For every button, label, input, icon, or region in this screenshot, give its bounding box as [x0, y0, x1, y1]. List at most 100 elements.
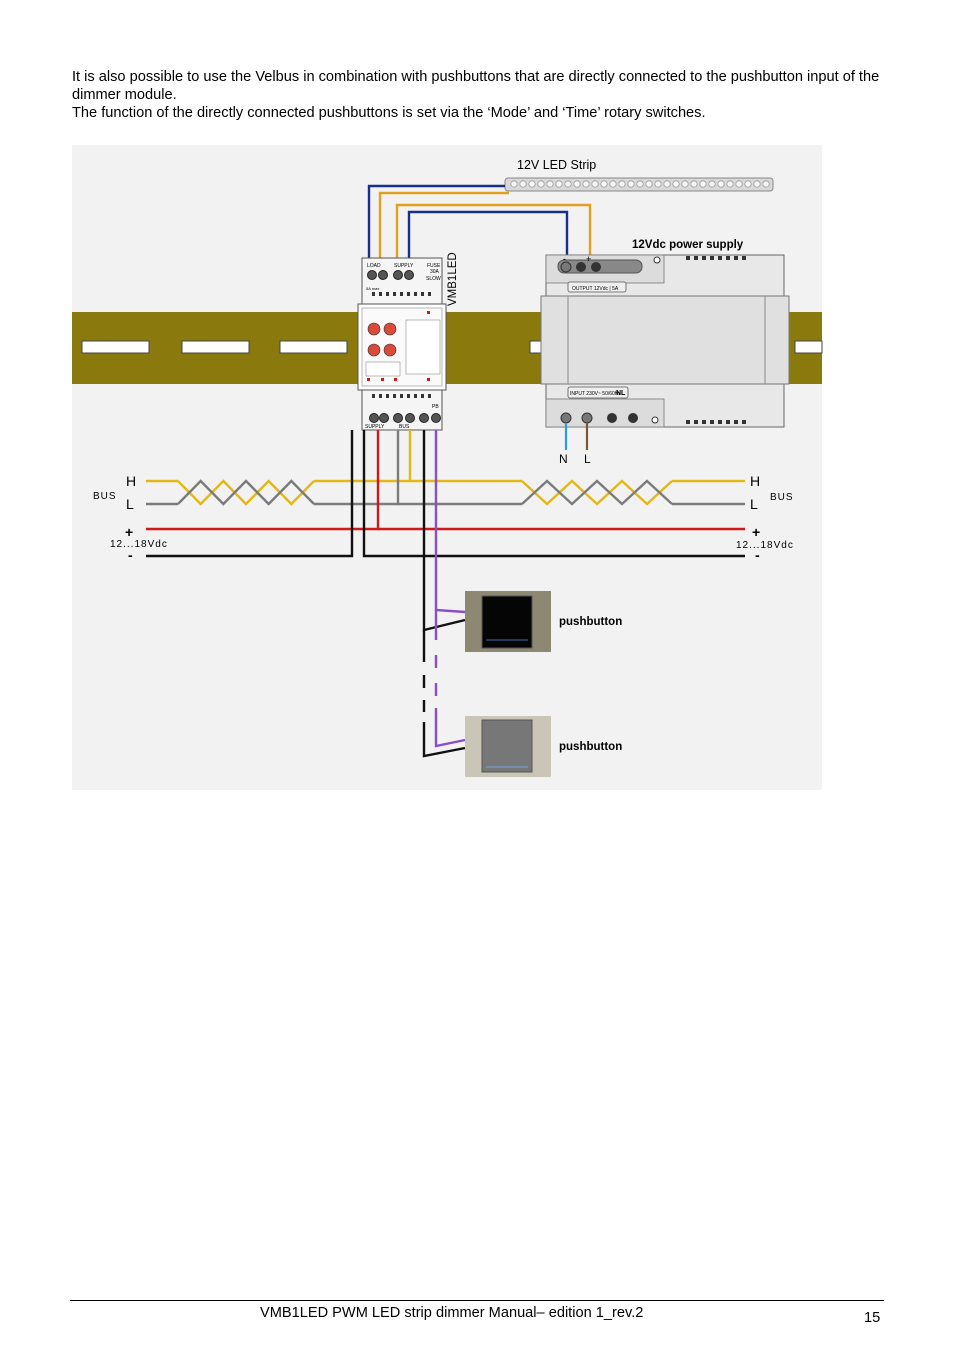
footer-title: VMB1LED PWM LED strip dimmer Manual– edi… [260, 1305, 644, 1321]
module-name: VMB1LED [447, 252, 459, 306]
module-vent [428, 292, 431, 296]
module-fuse-label: FUSE [427, 263, 441, 269]
page-number: 15 [864, 1310, 881, 1326]
led-dot [672, 180, 680, 188]
terminal-screw [367, 270, 377, 280]
led-dot [510, 180, 518, 188]
module-vent [407, 292, 410, 296]
led-dot [690, 180, 698, 188]
plus-right-label: + [752, 524, 760, 540]
pushbutton-1: pushbutton [465, 591, 622, 652]
intro-paragraph-1: It is also possible to use the Velbus in… [72, 69, 880, 103]
module-vent [400, 292, 403, 296]
terminal-screw [393, 413, 403, 423]
pushbutton-2: pushbutton [465, 716, 622, 777]
psu-vent [726, 256, 730, 260]
module-load-label: LOAD [367, 263, 381, 269]
psu-vent [694, 256, 698, 260]
led-dot [681, 180, 689, 188]
pushbutton-1-label: pushbutton [559, 616, 622, 628]
mains-wires: N L [559, 423, 591, 466]
module-vent [386, 394, 389, 398]
led-dot [744, 180, 752, 188]
bus-supply-wires [146, 430, 745, 558]
h-right-label: H [750, 473, 760, 489]
psu-vent [734, 420, 738, 424]
led-dot [564, 180, 572, 188]
line-label: L [584, 452, 591, 466]
terminal-screw [378, 270, 388, 280]
diagram-background [72, 145, 822, 790]
h-left-label: H [126, 473, 136, 489]
led-dot [708, 180, 716, 188]
module-vent [400, 394, 403, 398]
psu-input-label: INPUT 230V~ 50/60Hz [570, 391, 621, 397]
intro-paragraph-2: The function of the directly connected p… [72, 105, 706, 121]
led-dot [762, 180, 770, 188]
led-dot [537, 180, 545, 188]
led-dot [636, 180, 644, 188]
led-strip: 12V LED Strip [504, 158, 774, 192]
led-dot [726, 180, 734, 188]
module-vent [393, 394, 396, 398]
module-vent [421, 292, 424, 296]
l-right-label: L [750, 496, 758, 512]
load-wires [367, 184, 592, 262]
psu-label: 12Vdc power supply [632, 239, 744, 251]
led-dot [582, 180, 590, 188]
module-fuse-rating: 30A [430, 269, 440, 275]
led-dot [717, 180, 725, 188]
led-dot [663, 180, 671, 188]
terminal-screw [431, 413, 441, 423]
led-dot [618, 180, 626, 188]
l-left-label: L [126, 496, 134, 512]
psu-vent [726, 420, 730, 424]
psu-vent [718, 420, 722, 424]
module-vent [414, 292, 417, 296]
led-strip-label: 12V LED Strip [517, 158, 596, 172]
psu-vent [710, 420, 714, 424]
led-dot [546, 180, 554, 188]
intro-text: It is also possible to use the Velbus in… [72, 68, 892, 122]
vdc-left-label: 12...18Vdc [110, 539, 168, 550]
module-vent [386, 292, 389, 296]
module-vent [393, 292, 396, 296]
module-supply-bottom-label: SUPPLY [365, 424, 385, 430]
psu-minus: - [563, 254, 566, 264]
module-vent [372, 394, 375, 398]
footer-rule [70, 1300, 884, 1301]
led-dot [600, 180, 608, 188]
module-fuse-type: SLOW [426, 276, 441, 282]
led-dot [645, 180, 653, 188]
led-dot [627, 180, 635, 188]
psu-vent [702, 420, 706, 424]
terminal-screw [404, 270, 414, 280]
module-supply-top-label: SUPPLY [394, 263, 414, 269]
terminal-screw [369, 413, 379, 423]
led-dot [609, 180, 617, 188]
led-dot [519, 180, 527, 188]
neutral-label: N [559, 452, 568, 466]
minus-left-label: - [128, 547, 133, 563]
module-vent [414, 394, 417, 398]
terminal-screw [405, 413, 415, 423]
led-dot [753, 180, 761, 188]
led-dot [573, 180, 581, 188]
bus-labels: H L BUS + 12...18Vdc - H L BUS + 12...18… [93, 473, 793, 563]
vmb1led-module: LOAD SUPPLY FUSE 30A SLOW 5A max SUPPLY … [357, 252, 459, 431]
module-vent [428, 394, 431, 398]
pushbutton-wires [422, 430, 466, 758]
psu-vent [686, 256, 690, 260]
plus-left-label: + [125, 524, 133, 540]
module-pb-label: PB [432, 404, 439, 410]
led-dot [735, 180, 743, 188]
psu-output-label: OUTPUT 12Vdc | 5A [572, 286, 619, 292]
module-vent [379, 394, 382, 398]
psu-plus: + [586, 254, 591, 264]
terminal-screw [379, 413, 389, 423]
psu-vent [702, 256, 706, 260]
led-dot [528, 180, 536, 188]
bus-left-label: BUS [93, 491, 117, 502]
led-dot [699, 180, 707, 188]
